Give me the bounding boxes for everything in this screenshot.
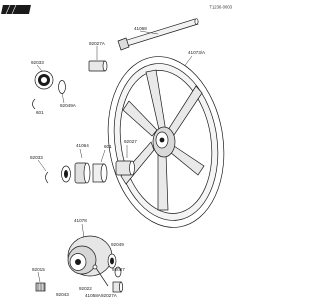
spacer-mid [92,163,108,183]
seal-top [58,80,66,94]
dust-seal-mid [61,165,71,183]
label-axle-sleeve: 92027A [89,41,106,46]
label-bearing-mid: 92033 [30,155,43,160]
label-seal-top: 92049A [60,103,77,108]
label-pin: 41058A [85,293,102,298]
nut [35,282,46,292]
brand-logo [1,4,31,15]
exploded-parts-diagram: T1236·0003 41068 92027A 92033 92049A 601… [1,4,233,298]
cast-wheel [107,56,225,228]
spacer-low [112,281,123,293]
circlip-mid [45,171,49,184]
label-nut: 92015 [32,267,45,272]
label-dust-seal: 41064 [76,143,89,148]
bearing-top [34,70,54,90]
label-bearing-low: 92049 [111,242,124,247]
label-circlip-mid: 601 [104,144,112,149]
bolt-and-pin [92,264,109,287]
bearing-mid [74,162,91,184]
label-sprocket-hub: 41078 [74,218,87,223]
label-spacer-low: 92027A [101,293,118,298]
axle-sleeve [88,60,108,72]
circlip-top [32,98,36,110]
label-washer: 92043 [56,292,69,297]
label-axle: 41068 [134,26,147,31]
collar-mid [115,160,135,176]
label-bolt: 92022 [79,286,92,291]
bearing-low [107,253,117,269]
sprocket-hub [67,235,113,277]
seal-low [114,266,122,278]
label-bearing-top: 92033 [31,60,44,65]
label-wheel: 41073/A [188,50,206,55]
label-collar-mid: 92027 [124,139,137,144]
reference-code: T1236·0003 [209,5,232,10]
label-circlip-top: 601 [36,110,44,115]
label-seal-low: 92087 [112,267,125,272]
front-axle [117,18,199,51]
